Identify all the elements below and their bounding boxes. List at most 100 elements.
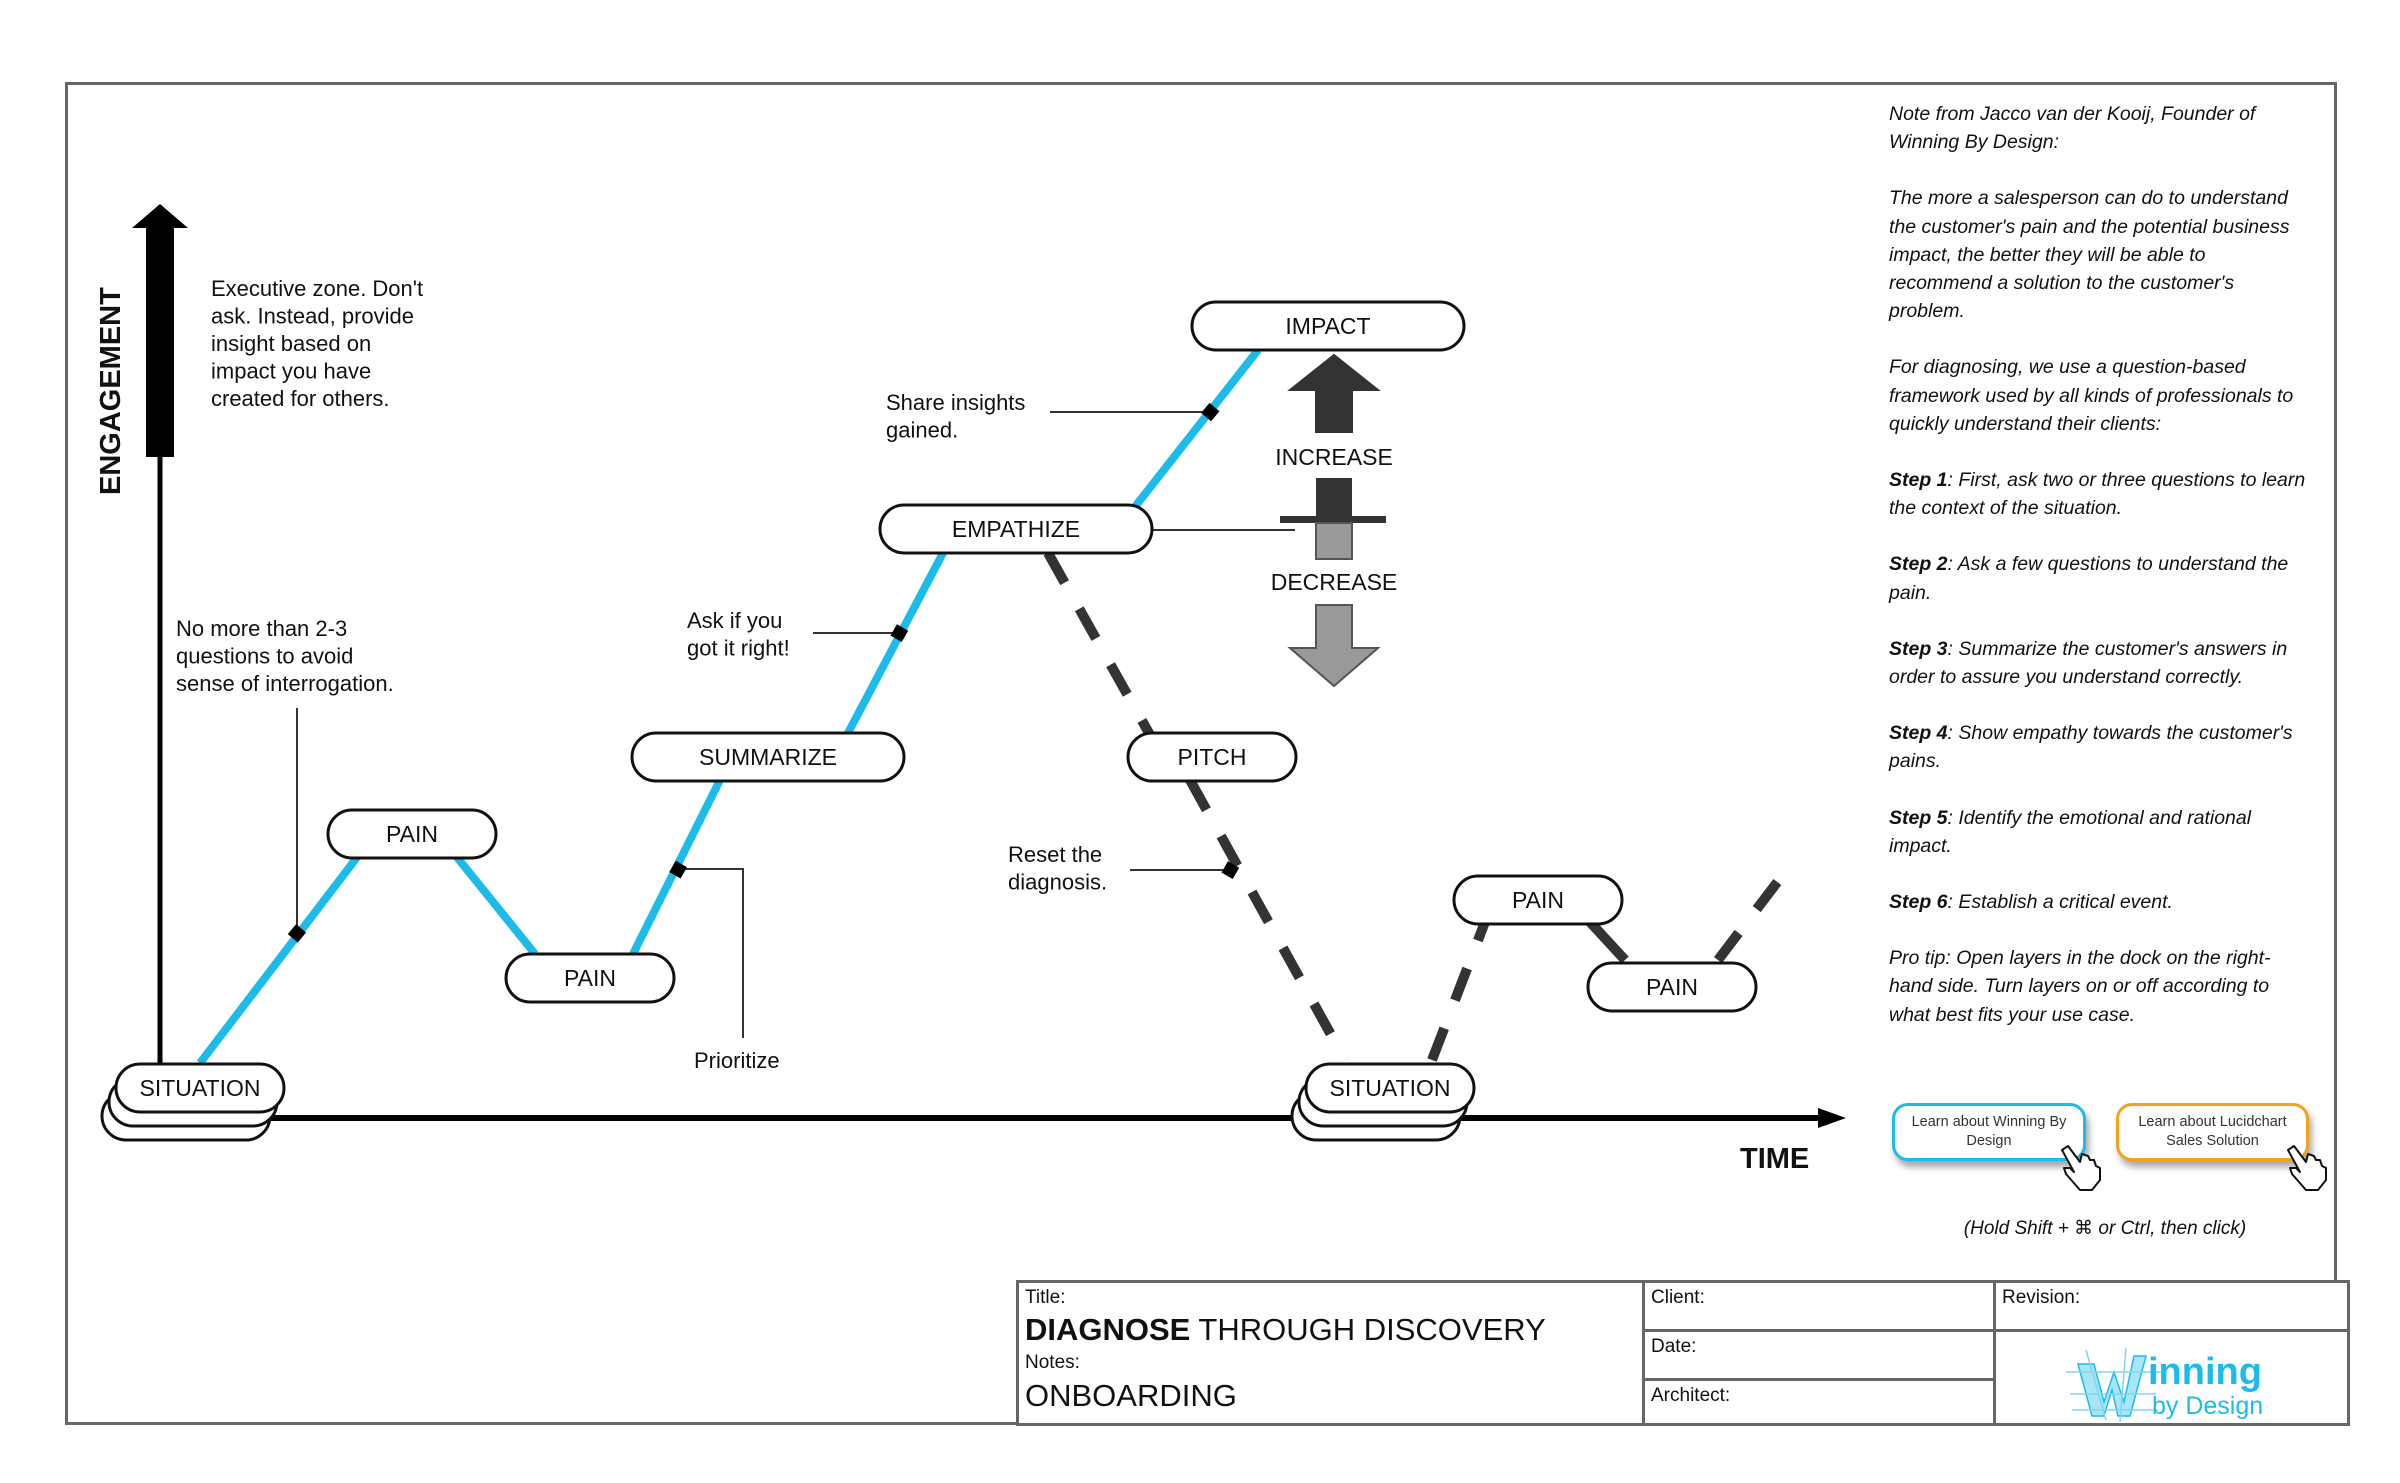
step-3: Step 3: Summarize the customer's answers… <box>1889 635 2309 691</box>
step-text: : Summarize the customer's answers in or… <box>1889 637 2288 689</box>
date-cell: Date: <box>1642 1329 1996 1381</box>
annotation-line: Reset the <box>1008 842 1102 867</box>
node-label: PAIN <box>386 821 438 847</box>
annotation-line: No more than 2-3 <box>176 616 347 641</box>
node-label: PITCH <box>1178 744 1247 770</box>
divider-icon <box>1280 478 1386 560</box>
side-note: Note from Jacco van der Kooij, Founder o… <box>1889 100 2309 1057</box>
title-rest: THROUGH DISCOVERY <box>1190 1312 1546 1347</box>
node-label: PAIN <box>1646 974 1698 1000</box>
annotation-prioritize: Prioritize <box>694 1048 780 1073</box>
path-summarize-empathize <box>844 551 947 735</box>
step-4: Step 4: Show empathy towards the custome… <box>1889 719 2309 775</box>
step-label: Step 5 <box>1889 806 1948 829</box>
annotation-line: questions to avoid <box>176 644 353 669</box>
revision-label: Revision: <box>2002 1287 2081 1308</box>
step-text: : Show empathy towards the customer's pa… <box>1889 722 2293 773</box>
step-text: : Identify the emotional and rational im… <box>1889 806 2252 857</box>
step-label: Step 4 <box>1889 722 1948 745</box>
node-label: SUMMARIZE <box>699 744 837 770</box>
node-shape <box>1304 1062 1476 1114</box>
title-bold: DIAGNOSE <box>1025 1312 1191 1347</box>
node-pain-2[interactable]: PAIN <box>504 952 676 1004</box>
revision-cell: Revision: <box>1993 1280 2350 1332</box>
side-note-intro: Note from Jacco van der Kooij, Founder o… <box>1889 103 2256 154</box>
path-pain-pain-2 <box>1586 918 1629 964</box>
node-empathize[interactable]: EMPATHIZE <box>878 503 1154 555</box>
leader-lines <box>296 411 1295 1038</box>
button-label: Learn about Lucidchart Sales Solution <box>2138 1114 2287 1149</box>
node-label: SITUATION <box>140 1075 261 1101</box>
step-6: Step 6: Establish a critical event. <box>1889 888 2309 916</box>
annotation-line: sense of interrogation. <box>176 671 394 696</box>
annotation-line: gained. <box>886 418 958 443</box>
path-pain-pain <box>452 853 539 957</box>
node-pain-3[interactable]: PAIN <box>1452 874 1624 926</box>
annotation-share-insights: Share insights gained. <box>886 390 1025 443</box>
increase-label: INCREASE <box>1275 444 1393 470</box>
node-pain-1[interactable]: PAIN <box>326 808 498 860</box>
step-label: Step 3 <box>1889 637 1948 660</box>
path-empathize-impact <box>1130 347 1262 511</box>
node-situation-1[interactable]: SITUATION <box>100 1062 286 1142</box>
node-shape <box>504 952 676 1004</box>
diagram-title: DIAGNOSE THROUGH DISCOVERY <box>1025 1312 1546 1348</box>
annotation-line: Share insights <box>886 390 1025 415</box>
logo-w-icon <box>2066 1347 2161 1422</box>
architect-label: Architect: <box>1651 1385 1731 1406</box>
button-label: Learn about Winning By Design <box>1911 1114 2067 1149</box>
annotation-line: created for others. <box>211 386 390 411</box>
pro-tip: Pro tip: Open layers in the dock on the … <box>1889 947 2271 1026</box>
title-block: Title: DIAGNOSE THROUGH DISCOVERY Notes:… <box>1016 1280 2350 1426</box>
annotation-no-more-than: No more than 2-3 questions to avoidsense … <box>176 616 394 696</box>
path-situation-pain <box>196 853 362 1066</box>
step-5: Step 5: Identify the emotional and ratio… <box>1889 804 2309 860</box>
logo-word-2: by Design <box>2152 1392 2263 1420</box>
step-label: Step 6 <box>1889 891 1948 914</box>
node-label: SITUATION <box>1330 1075 1451 1101</box>
annotation-line: Ask if you <box>687 608 782 633</box>
node-shape <box>1190 300 1466 352</box>
node-pitch[interactable]: PITCH <box>1126 731 1298 783</box>
node-shape <box>1126 731 1298 783</box>
step-text: : First, ask two or three questions to l… <box>1889 469 2306 520</box>
decrease-label: DECREASE <box>1271 569 1398 595</box>
node-impact[interactable]: IMPACT <box>1190 300 1466 352</box>
learn-lucidchart-sales-button[interactable]: Learn about Lucidchart Sales Solution <box>2116 1103 2309 1161</box>
node-summarize[interactable]: SUMMARIZE <box>630 731 906 783</box>
node-pain-4[interactable]: PAIN <box>1586 961 1758 1013</box>
step-label: Step 2 <box>1889 553 1948 576</box>
annotation-line: ask. Instead, provide <box>211 304 414 329</box>
title-cell: Title: DIAGNOSE THROUGH DISCOVERY Notes:… <box>1016 1280 1645 1426</box>
node-situation-2[interactable]: SITUATION <box>1290 1062 1476 1142</box>
node-label: PAIN <box>1512 887 1564 913</box>
step-text: : Establish a critical event. <box>1947 891 2173 914</box>
y-axis-label: ENGAGEMENT <box>95 287 127 495</box>
logo-word-1: inning <box>2148 1351 2262 1393</box>
architect-cell: Architect: <box>1642 1378 1996 1426</box>
learn-winning-by-design-button[interactable]: Learn about Winning By Design <box>1892 1103 2086 1161</box>
node-label: IMPACT <box>1285 313 1370 339</box>
node-shape <box>878 503 1154 555</box>
x-axis-label: TIME <box>1740 1143 1809 1175</box>
y-axis <box>132 204 188 1120</box>
step-2: Step 2: Ask a few questions to understan… <box>1889 550 2309 606</box>
nodes-layer: SITUATION PAIN PAIN SUMMARIZE EMPATHIZE IMPAC… <box>100 300 1758 1142</box>
step-text: : Ask a few questions to understand the … <box>1889 553 2289 604</box>
side-note-paragraph-1: The more a salesperson can do to underst… <box>1889 187 2290 323</box>
leader-dots <box>287 402 1240 943</box>
hand-pointer-icon <box>2287 1145 2327 1191</box>
annotation-line: got it right! <box>687 636 790 661</box>
node-label: EMPATHIZE <box>952 516 1080 542</box>
step-label: Step 1 <box>1889 469 1948 492</box>
x-axis <box>160 1108 1846 1128</box>
logo-cell: inning by Design <box>1993 1329 2350 1426</box>
client-label: Client: <box>1651 1287 1705 1308</box>
node-shape <box>1586 961 1758 1013</box>
node-shape <box>1452 874 1624 926</box>
title-label: Title: <box>1025 1287 1066 1308</box>
node-shape <box>326 808 498 860</box>
